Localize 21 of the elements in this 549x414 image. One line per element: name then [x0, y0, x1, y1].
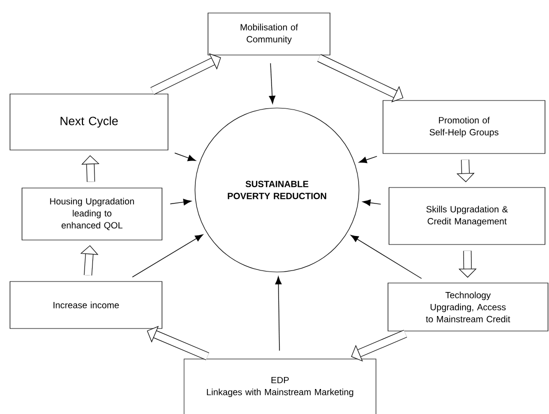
arrow [132, 234, 204, 278]
process-box: Next Cycle [10, 94, 168, 150]
process-box: Promotion of Self-Help Groups [382, 100, 546, 154]
process-box: Housing Upgradation leading to enhanced QOL [22, 188, 162, 240]
block-arrow [150, 53, 221, 95]
block-arrow [317, 54, 404, 102]
arrow [362, 200, 382, 206]
arrow [170, 198, 192, 206]
arrow [174, 152, 196, 162]
block-arrow [456, 160, 475, 182]
process-box: Skills Upgradation & Credit Management [388, 187, 546, 245]
arrow [358, 156, 378, 164]
arrow [275, 276, 282, 352]
process-box: Technology Upgrading, Access to Mainstream Credit [388, 282, 548, 332]
arrow [268, 62, 276, 104]
arrow [350, 234, 422, 279]
process-box: Increase income [10, 281, 162, 329]
block-arrow [351, 330, 407, 362]
block-arrow [458, 250, 477, 278]
process-box: Mobilisation of Community [208, 12, 330, 56]
process-box: EDP Linkages with Mainstream Marketing [184, 358, 376, 414]
